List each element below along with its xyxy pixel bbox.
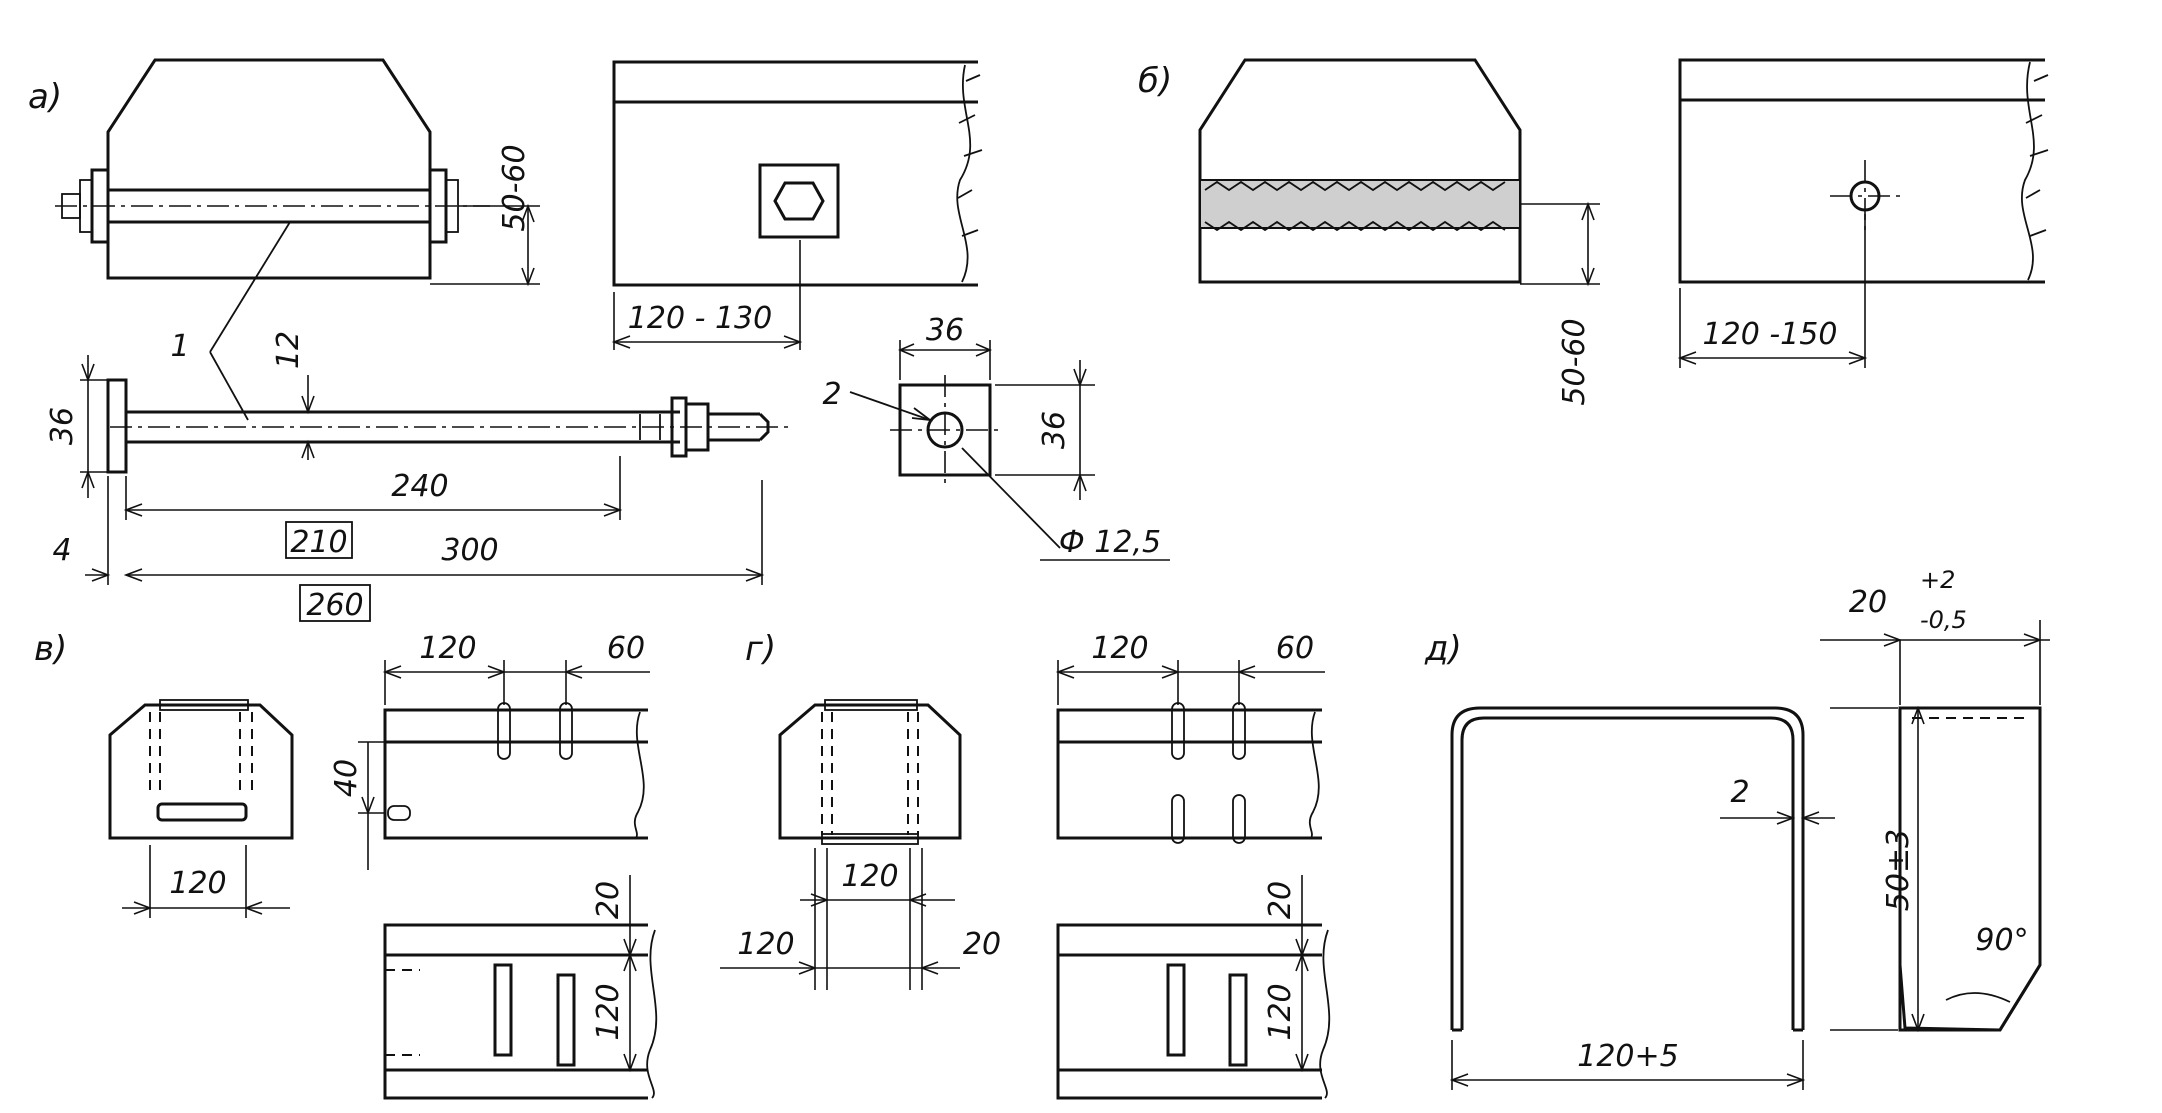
panel-a-front-view: 50-60 xyxy=(55,58,540,287)
panel-label-a: а) xyxy=(28,77,62,117)
panel-v-front-view: 120 xyxy=(108,699,294,918)
dim-d-width: 120+5 xyxy=(1577,1039,1678,1074)
panel-v-plan-view: 20 120 xyxy=(383,875,658,1100)
dim-plate-hole: Ф 12,5 xyxy=(1059,525,1161,560)
dim-g-right: 20 xyxy=(963,927,1001,962)
dim-d-tol-base: 20 xyxy=(1849,585,1887,620)
dim-b-height: 50-60 xyxy=(1557,318,1592,405)
dim-v-height: 40 xyxy=(329,759,364,797)
dim-a-offset: 120 - 130 xyxy=(628,301,772,336)
dim-g-top-right: 60 xyxy=(1276,631,1314,666)
dim-g-plan-top: 20 xyxy=(1263,881,1298,919)
dim-plate-height: 36 xyxy=(1037,411,1072,449)
dim-g-top-left: 120 xyxy=(1091,631,1148,666)
panel-g-plan-view: 20 120 xyxy=(1056,875,1331,1100)
panel-label-g: г) xyxy=(745,629,776,669)
dim-d-tol-upper: +2 xyxy=(1920,566,1955,594)
dim-g-left: 120 xyxy=(737,927,794,962)
dim-b-offset: 120 -150 xyxy=(1703,317,1838,352)
dim-bolt-total: 300 xyxy=(441,533,498,568)
dim-d-tol-lower: -0,5 xyxy=(1920,606,1967,634)
dim-v-bottom: 120 xyxy=(169,866,226,901)
panel-g-side-view: 120 60 xyxy=(1055,631,1325,844)
dim-bolt-dia: 12 xyxy=(271,331,306,369)
dim-v-plan-top: 20 xyxy=(591,881,626,919)
callout-part2: 2 xyxy=(822,377,841,412)
dim-v-top-left: 120 xyxy=(419,631,476,666)
dim-v-top-right: 60 xyxy=(607,631,645,666)
plate-detail: 2 36 36 Ф 12,5 xyxy=(822,313,1170,561)
dim-bolt-washer: 4 xyxy=(52,533,71,568)
panel-g-front-view: 120 120 20 xyxy=(720,699,1001,990)
panel-a-side-view: 120 - 130 xyxy=(611,60,983,350)
panel-label-d: д) xyxy=(1424,629,1462,669)
dim-a-height: 50-60 xyxy=(497,144,532,231)
bolt-detail: 36 12 240 210 300 4 260 1 xyxy=(45,221,790,623)
dim-d-height: 50±3 xyxy=(1881,829,1916,911)
panel-b-side-view: 120 -150 xyxy=(1677,58,2049,368)
panel-label-v: в) xyxy=(34,629,67,669)
dim-g-mid: 120 xyxy=(841,859,898,894)
panel-label-b: б) xyxy=(1138,61,1172,101)
dim-g-plan-mid: 120 xyxy=(1263,983,1298,1040)
dim-d-gap: 2 xyxy=(1730,775,1749,810)
dim-plate-width: 36 xyxy=(926,313,964,348)
dim-bolt-ref2: 260 xyxy=(306,588,363,623)
panel-b-front-view: 50-60 xyxy=(1198,58,1600,406)
dim-bolt-head: 36 xyxy=(45,407,80,445)
panel-d-staple: 2 120+5 xyxy=(1449,706,1835,1090)
panel-d-leg-profile: 90° 50±3 20 +2 -0,5 xyxy=(1820,566,2050,1033)
dim-v-plan-mid: 120 xyxy=(591,983,626,1040)
dim-bolt-ref1: 210 xyxy=(290,525,347,560)
callout-part1: 1 xyxy=(170,329,189,364)
panel-v-side-view: 120 60 40 xyxy=(329,631,650,870)
dim-bolt-thread: 240 xyxy=(391,469,448,504)
dim-d-angle: 90° xyxy=(1975,923,2028,958)
